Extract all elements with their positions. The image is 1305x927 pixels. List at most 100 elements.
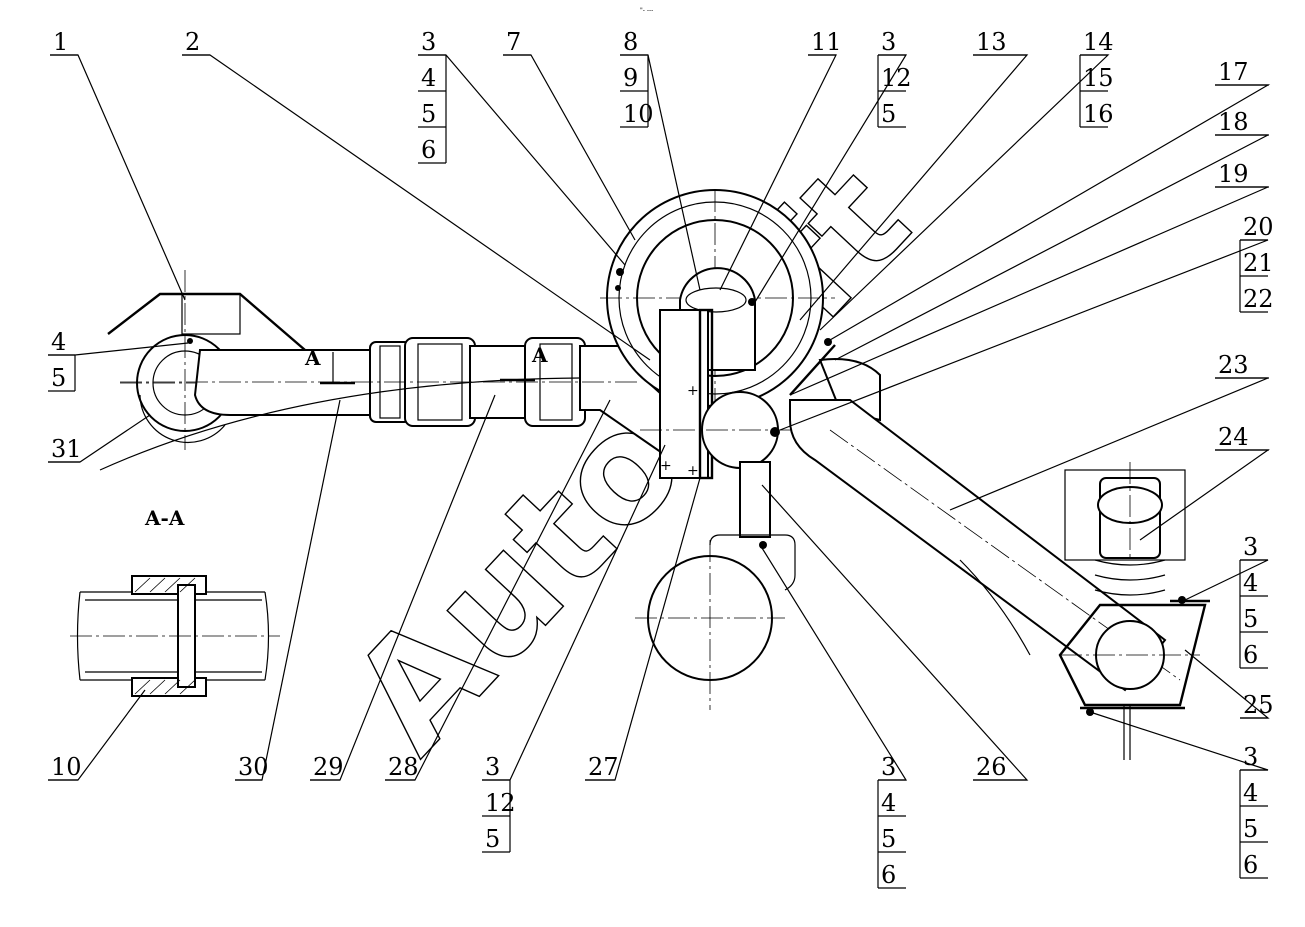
callout-number: 8 bbox=[623, 28, 638, 56]
callout-number: 5 bbox=[881, 825, 896, 853]
callout-c13: 13 bbox=[973, 28, 1027, 56]
callout-number: 24 bbox=[1218, 423, 1249, 451]
bolt bbox=[748, 298, 756, 306]
callout-number: 31 bbox=[51, 435, 82, 463]
bolt bbox=[187, 338, 193, 344]
callout-number: 27 bbox=[588, 753, 619, 781]
callout-number: 15 bbox=[1083, 64, 1114, 92]
callout-number: 7 bbox=[506, 28, 521, 56]
callout-c8: 8 9 10 bbox=[620, 28, 654, 128]
main-left-pipe: A A bbox=[99, 337, 692, 471]
right-support bbox=[1058, 462, 1210, 760]
callout-c3b: 3 12 5 bbox=[877, 28, 912, 128]
callout-number: 16 bbox=[1083, 100, 1114, 128]
bolt bbox=[615, 285, 621, 291]
callout-number: 21 bbox=[1243, 249, 1274, 277]
callout-c26: 26 bbox=[973, 753, 1027, 781]
callout-c28: 28 bbox=[385, 753, 419, 781]
central-flange: + + + bbox=[640, 308, 800, 480]
callout-c20: 20 21 22 bbox=[1239, 213, 1274, 313]
callout-number: 6 bbox=[1243, 641, 1258, 669]
section-a-a-detail: A-A bbox=[70, 506, 280, 697]
callout-c17: 17 bbox=[1215, 58, 1269, 86]
callout-number: 26 bbox=[976, 753, 1007, 781]
callout-number: 12 bbox=[485, 789, 516, 817]
callout-number: 6 bbox=[1243, 851, 1258, 879]
section-title: A-A bbox=[144, 506, 185, 530]
callout-number: 6 bbox=[881, 861, 896, 889]
callout-number: 3 bbox=[881, 28, 896, 56]
callout-c3a: 3 4 5 6 bbox=[418, 28, 447, 164]
callout-c2: 2 bbox=[182, 28, 210, 56]
callout-c24: 24 bbox=[1215, 423, 1269, 451]
svg-text:+: + bbox=[687, 463, 699, 479]
svg-text:+: + bbox=[687, 383, 699, 399]
callout-c10: 10 bbox=[48, 753, 82, 781]
callout-c29: 29 bbox=[310, 753, 344, 781]
callout-number: 2 bbox=[185, 28, 200, 56]
callout-number: 5 bbox=[485, 825, 500, 853]
callout-number: 4 bbox=[1243, 569, 1258, 597]
callout-c1: 1 bbox=[50, 28, 78, 56]
callout-number: 6 bbox=[421, 136, 436, 164]
callout-number: 3 bbox=[421, 28, 436, 56]
callout-number: 23 bbox=[1218, 351, 1249, 379]
callout-number: 4 bbox=[1243, 779, 1258, 807]
callout-number: 5 bbox=[1243, 815, 1258, 843]
callout-c23: 23 bbox=[1215, 351, 1269, 379]
callout-c18: 18 bbox=[1215, 108, 1269, 136]
callout-c3e: 3 12 5 bbox=[482, 753, 516, 853]
callout-number: 9 bbox=[623, 64, 638, 92]
callout-c4l: 45 bbox=[48, 328, 76, 392]
callout-c11: 11 bbox=[808, 28, 842, 56]
bolt bbox=[770, 427, 780, 437]
callout-number: 3 bbox=[485, 753, 500, 781]
callout-number: 25 bbox=[1243, 691, 1274, 719]
callout-number: 5 bbox=[51, 364, 66, 392]
callout-number: 4 bbox=[51, 328, 66, 356]
muffler-drop bbox=[635, 461, 796, 710]
callout-number: 3 bbox=[1243, 533, 1258, 561]
callout-c7: 7 bbox=[503, 28, 531, 56]
callout-c30: 30 bbox=[235, 753, 269, 781]
callout-number: 20 bbox=[1243, 213, 1274, 241]
callout-number: 14 bbox=[1083, 28, 1114, 56]
callout-number: 3 bbox=[881, 753, 896, 781]
bolt bbox=[759, 541, 767, 549]
callout-c19: 19 bbox=[1215, 160, 1269, 188]
callout-number: 5 bbox=[1243, 605, 1258, 633]
callout-number: 3 bbox=[1243, 743, 1258, 771]
callout-c3c: 3 4 5 6 bbox=[1239, 533, 1268, 669]
section-marker-left: A bbox=[304, 346, 321, 370]
section-marker-right: A bbox=[531, 343, 548, 367]
callout-number: 1 bbox=[53, 28, 68, 56]
callout-number: 22 bbox=[1243, 285, 1274, 313]
callout-c3f: 3 4 5 6 bbox=[877, 753, 906, 889]
callout-number: 5 bbox=[421, 100, 436, 128]
callout-c3d: 3 4 5 6 bbox=[1239, 743, 1268, 879]
callout-number: 17 bbox=[1218, 58, 1249, 86]
callout-number: 4 bbox=[421, 64, 436, 92]
callout-number: 28 bbox=[388, 753, 419, 781]
callout-number: 10 bbox=[623, 100, 654, 128]
callout-number: 12 bbox=[881, 64, 912, 92]
bolt bbox=[1178, 596, 1186, 604]
callout-number: 10 bbox=[51, 753, 82, 781]
callout-number: 4 bbox=[881, 789, 896, 817]
callout-number: 29 bbox=[313, 753, 344, 781]
callout-number: 30 bbox=[238, 753, 269, 781]
top-mark: "- --- bbox=[640, 7, 653, 14]
callout-c31: 31 bbox=[48, 435, 82, 463]
bolt bbox=[616, 268, 624, 276]
callout-number: 18 bbox=[1218, 108, 1249, 136]
svg-text:+: + bbox=[660, 458, 672, 474]
callout-c25: 25 bbox=[1240, 691, 1274, 719]
callout-number: 11 bbox=[811, 28, 842, 56]
callout-c14: 14 15 16 bbox=[1079, 28, 1114, 128]
callout-c27: 27 bbox=[585, 753, 619, 781]
callout-number: 5 bbox=[881, 100, 896, 128]
callout-number: 19 bbox=[1218, 160, 1249, 188]
callout-number: 13 bbox=[976, 28, 1007, 56]
